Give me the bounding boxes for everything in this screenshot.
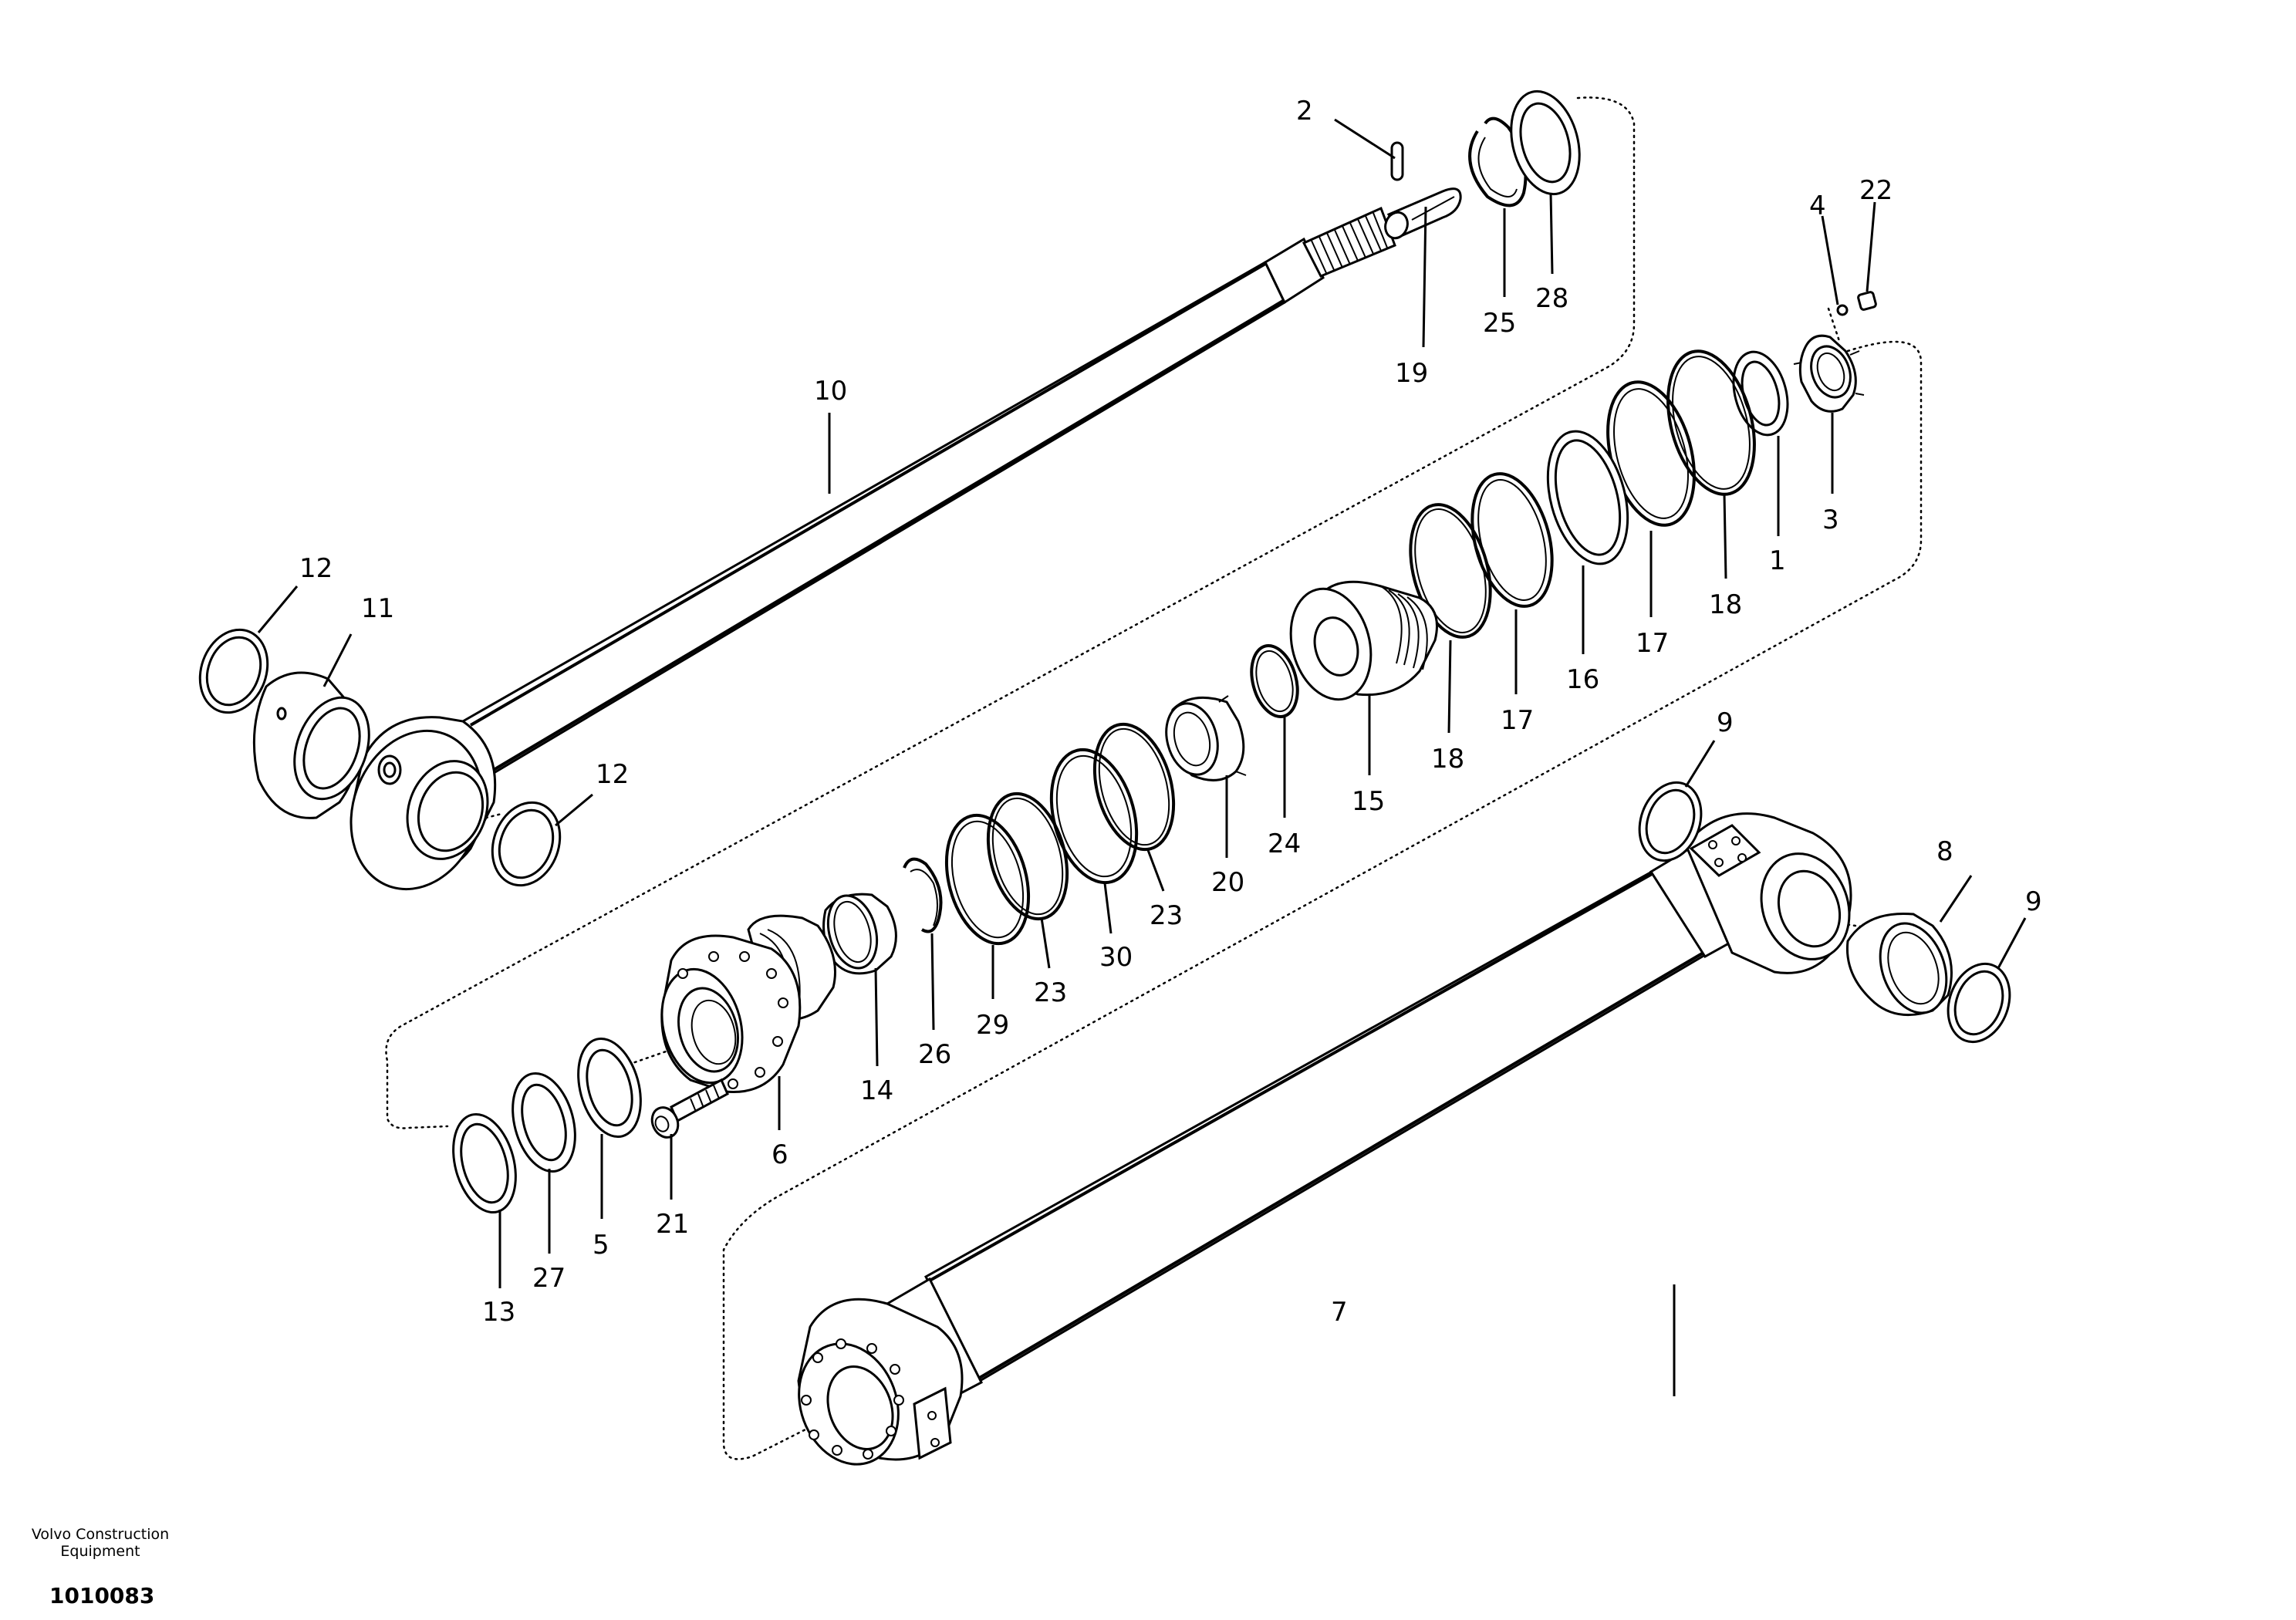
callout-10: 10 (814, 376, 847, 407)
callout-9a: 9 (1717, 707, 1734, 738)
callout-23b: 23 (1034, 977, 1067, 1008)
backup-ring-18a (1666, 349, 1756, 496)
bushing-14 (822, 893, 897, 975)
callout-12b: 12 (596, 759, 629, 790)
callout-18b: 18 (1431, 744, 1464, 775)
backup-ring-23a (1092, 722, 1176, 852)
callout-24: 24 (1268, 829, 1301, 859)
callout-22: 22 (1859, 175, 1893, 206)
washer-28 (1510, 89, 1581, 196)
snap-ring-26 (903, 857, 943, 933)
backup-ring-23b (986, 791, 1069, 921)
callout-18a: 18 (1709, 589, 1742, 620)
callout-28: 28 (1535, 283, 1568, 314)
callout-4: 4 (1809, 191, 1826, 221)
retaining-ring-27 (512, 1072, 576, 1173)
dust-seal-12b (491, 801, 562, 887)
callout-7: 7 (1331, 1297, 1348, 1328)
callout-14: 14 (860, 1075, 893, 1106)
callout-20: 20 (1211, 867, 1244, 898)
callout-11: 11 (361, 593, 394, 624)
callout-23a: 23 (1150, 900, 1183, 931)
dust-seal-5 (577, 1037, 642, 1139)
callout-21: 21 (656, 1209, 689, 1240)
bolt-21 (650, 1078, 729, 1139)
plunger-19 (1384, 187, 1462, 240)
cylinder-tube-7 (797, 812, 1852, 1466)
washer-1 (1732, 350, 1789, 437)
rod-head-6 (660, 914, 836, 1094)
callout-1: 1 (1769, 545, 1786, 576)
seal-13 (452, 1112, 517, 1214)
callout-25: 25 (1483, 308, 1516, 339)
callout-13: 13 (482, 1297, 515, 1328)
steel-ball-4 (1836, 304, 1849, 316)
dust-seal-9a (1638, 781, 1703, 862)
callout-2: 2 (1296, 96, 1313, 127)
drawing-footer: Volvo Construction Equipment 1010083 (23, 1526, 177, 1608)
piston-rod-10 (349, 206, 1396, 891)
callout-26: 26 (918, 1039, 951, 1070)
assembly-guide-middle (722, 340, 1923, 1460)
piston-seal-16 (1546, 430, 1629, 565)
assembly-guide-nut (1827, 307, 1842, 345)
lock-nut-3 (1793, 334, 1865, 413)
callout-6: 6 (772, 1139, 788, 1170)
callout-19: 19 (1395, 358, 1428, 389)
piston-15 (1289, 580, 1438, 701)
callout-3: 3 (1822, 505, 1839, 535)
brand-line-1: Volvo Construction (31, 1526, 170, 1543)
callout-16: 16 (1566, 664, 1599, 695)
callout-30: 30 (1099, 942, 1133, 973)
dust-seal-9b (1947, 962, 2011, 1044)
callout-labels: 2 19 25 28 4 22 3 1 18 17 16 17 18 15 24… (299, 96, 2042, 1328)
callout-17a: 17 (1636, 628, 1669, 659)
set-screw-22 (1857, 291, 1877, 311)
cushion-ring-20 (1165, 695, 1247, 781)
bushing-8 (1845, 912, 1953, 1017)
dust-seal-12a (198, 628, 269, 714)
o-ring-24 (1250, 644, 1299, 718)
rod-seal-29 (944, 813, 1031, 946)
drawing-number: 1010083 (49, 1583, 155, 1608)
leader-lines (257, 118, 2027, 1396)
snap-ring-25 (1468, 116, 1528, 208)
backup-ring-18b (1409, 503, 1492, 639)
callout-29: 29 (976, 1010, 1009, 1041)
callout-8: 8 (1936, 836, 1953, 867)
bushing-11 (252, 671, 370, 819)
spring-pin-2 (1390, 141, 1404, 181)
callout-27: 27 (532, 1263, 566, 1294)
brand-line-2: Equipment (60, 1543, 140, 1560)
callout-9b: 9 (2025, 886, 2042, 917)
callout-5: 5 (593, 1230, 609, 1261)
callout-17b: 17 (1501, 705, 1534, 736)
assembly-guide-upper (385, 96, 1636, 1129)
callout-15: 15 (1352, 786, 1385, 817)
callout-12a: 12 (299, 553, 333, 584)
